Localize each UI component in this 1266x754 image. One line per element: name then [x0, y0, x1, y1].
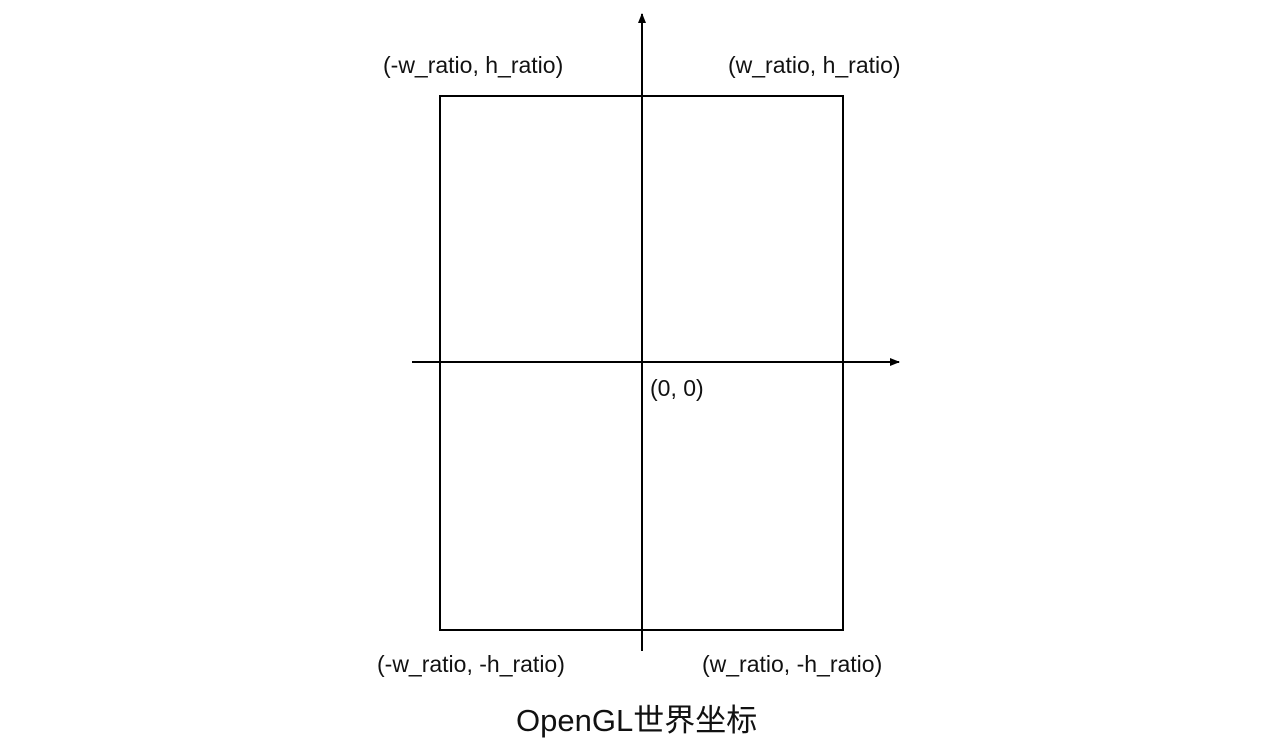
corner-label-top-left: (-w_ratio, h_ratio): [383, 52, 564, 78]
corner-label-top-right: (w_ratio, h_ratio): [728, 52, 901, 78]
corner-label-bottom-right: (w_ratio, -h_ratio): [702, 651, 883, 677]
diagram-title: OpenGL世界坐标: [516, 703, 758, 738]
origin-label: (0, 0): [650, 375, 704, 401]
corner-label-bottom-left: (-w_ratio, -h_ratio): [377, 651, 565, 677]
